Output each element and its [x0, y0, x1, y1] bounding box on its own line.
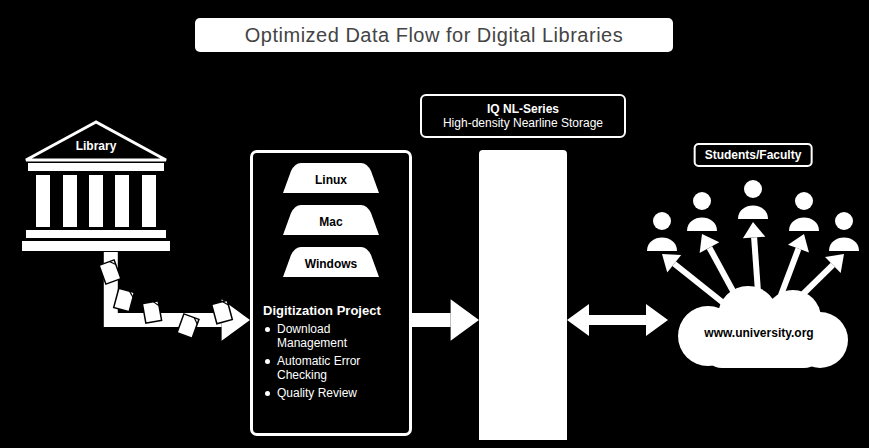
digitization-box: Digitization ProjectDownload ManagementA…: [250, 150, 412, 436]
arrow-head: [567, 304, 589, 336]
arrow-shaft: [111, 252, 222, 320]
shape-part: [835, 212, 853, 230]
sheet-fold: [222, 300, 228, 306]
storage-tower: [479, 150, 567, 440]
arrow-head: [743, 222, 765, 238]
sheet-fold: [128, 291, 134, 297]
arrow-shaft: [589, 315, 646, 325]
paper-sheet: [212, 300, 233, 323]
os-tab: Mac: [283, 205, 379, 235]
flow-arrow: [111, 252, 250, 341]
web-cloud: www.university.org: [668, 282, 850, 370]
shape-part: [744, 180, 762, 198]
os-label: Mac: [319, 215, 342, 229]
shape-part: [283, 163, 379, 193]
shape-part: [738, 206, 768, 220]
library-label: Library: [22, 139, 170, 153]
bullet-item: Automatic Error Checking: [263, 354, 403, 383]
shape-part: [63, 175, 77, 227]
shape-part: [789, 218, 819, 232]
shape-part: [22, 241, 170, 251]
shape-part: [687, 218, 717, 232]
shape-part: [829, 238, 859, 252]
storage-header: IQ NL-SeriesHigh-density Nearline Storag…: [420, 94, 626, 138]
users-group: Students/Faculty: [640, 143, 866, 255]
url-label: www.university.org: [704, 326, 813, 340]
shape-part: [653, 212, 671, 230]
shape-part: [795, 192, 813, 210]
sheet: [212, 300, 233, 323]
bullet-item: Download Management: [263, 322, 403, 351]
shape-part: [89, 175, 103, 227]
storage-desc: High-density Nearline Storage: [443, 116, 603, 130]
sheet-fold: [153, 301, 159, 307]
paper-sheet: [177, 314, 199, 338]
box-heading: Digitization Project: [263, 303, 403, 318]
sheet: [114, 288, 135, 311]
sheet-fold: [193, 318, 199, 324]
flow-arrow: [412, 299, 479, 341]
users-label-box: Students/Faculty: [694, 143, 813, 167]
shape-part: [26, 230, 166, 238]
shape-part: [142, 175, 156, 227]
os-tab: Linux: [283, 163, 379, 193]
storage-unit: IQ NL-SeriesHigh-density Nearline Storag…: [420, 94, 626, 440]
os-label: Windows: [305, 257, 358, 271]
title-bar: Optimized Data Flow for Digital Librarie…: [195, 18, 673, 52]
sheet: [99, 260, 121, 284]
shape-part: [693, 192, 711, 210]
paper-sheet: [114, 288, 135, 311]
storage-name: IQ NL-Series: [487, 102, 559, 116]
paper-sheet: [142, 301, 161, 323]
arrow-head: [451, 299, 479, 341]
arrow-head: [646, 304, 668, 336]
bullet-item: Quality Review: [263, 386, 403, 400]
users-label: Students/Faculty: [705, 148, 802, 162]
library-building: Library: [22, 120, 170, 252]
shape-part: [115, 175, 129, 227]
title-text: Optimized Data Flow for Digital Librarie…: [245, 24, 623, 47]
shape-part: [28, 163, 164, 171]
os-tab: Windows: [283, 247, 379, 277]
paper-sheet: [99, 260, 121, 284]
sheet: [142, 301, 161, 323]
sheet-fold: [109, 260, 115, 266]
sheet: [177, 314, 199, 338]
shape-part: [283, 247, 379, 277]
shape-part: [36, 175, 50, 227]
os-label: Linux: [315, 173, 347, 187]
shape-part: [647, 238, 677, 252]
shape-part: [283, 205, 379, 235]
digitization-text: Digitization ProjectDownload ManagementA…: [263, 303, 403, 400]
arrow-shaft: [412, 313, 451, 327]
flow-arrow: [567, 304, 668, 336]
